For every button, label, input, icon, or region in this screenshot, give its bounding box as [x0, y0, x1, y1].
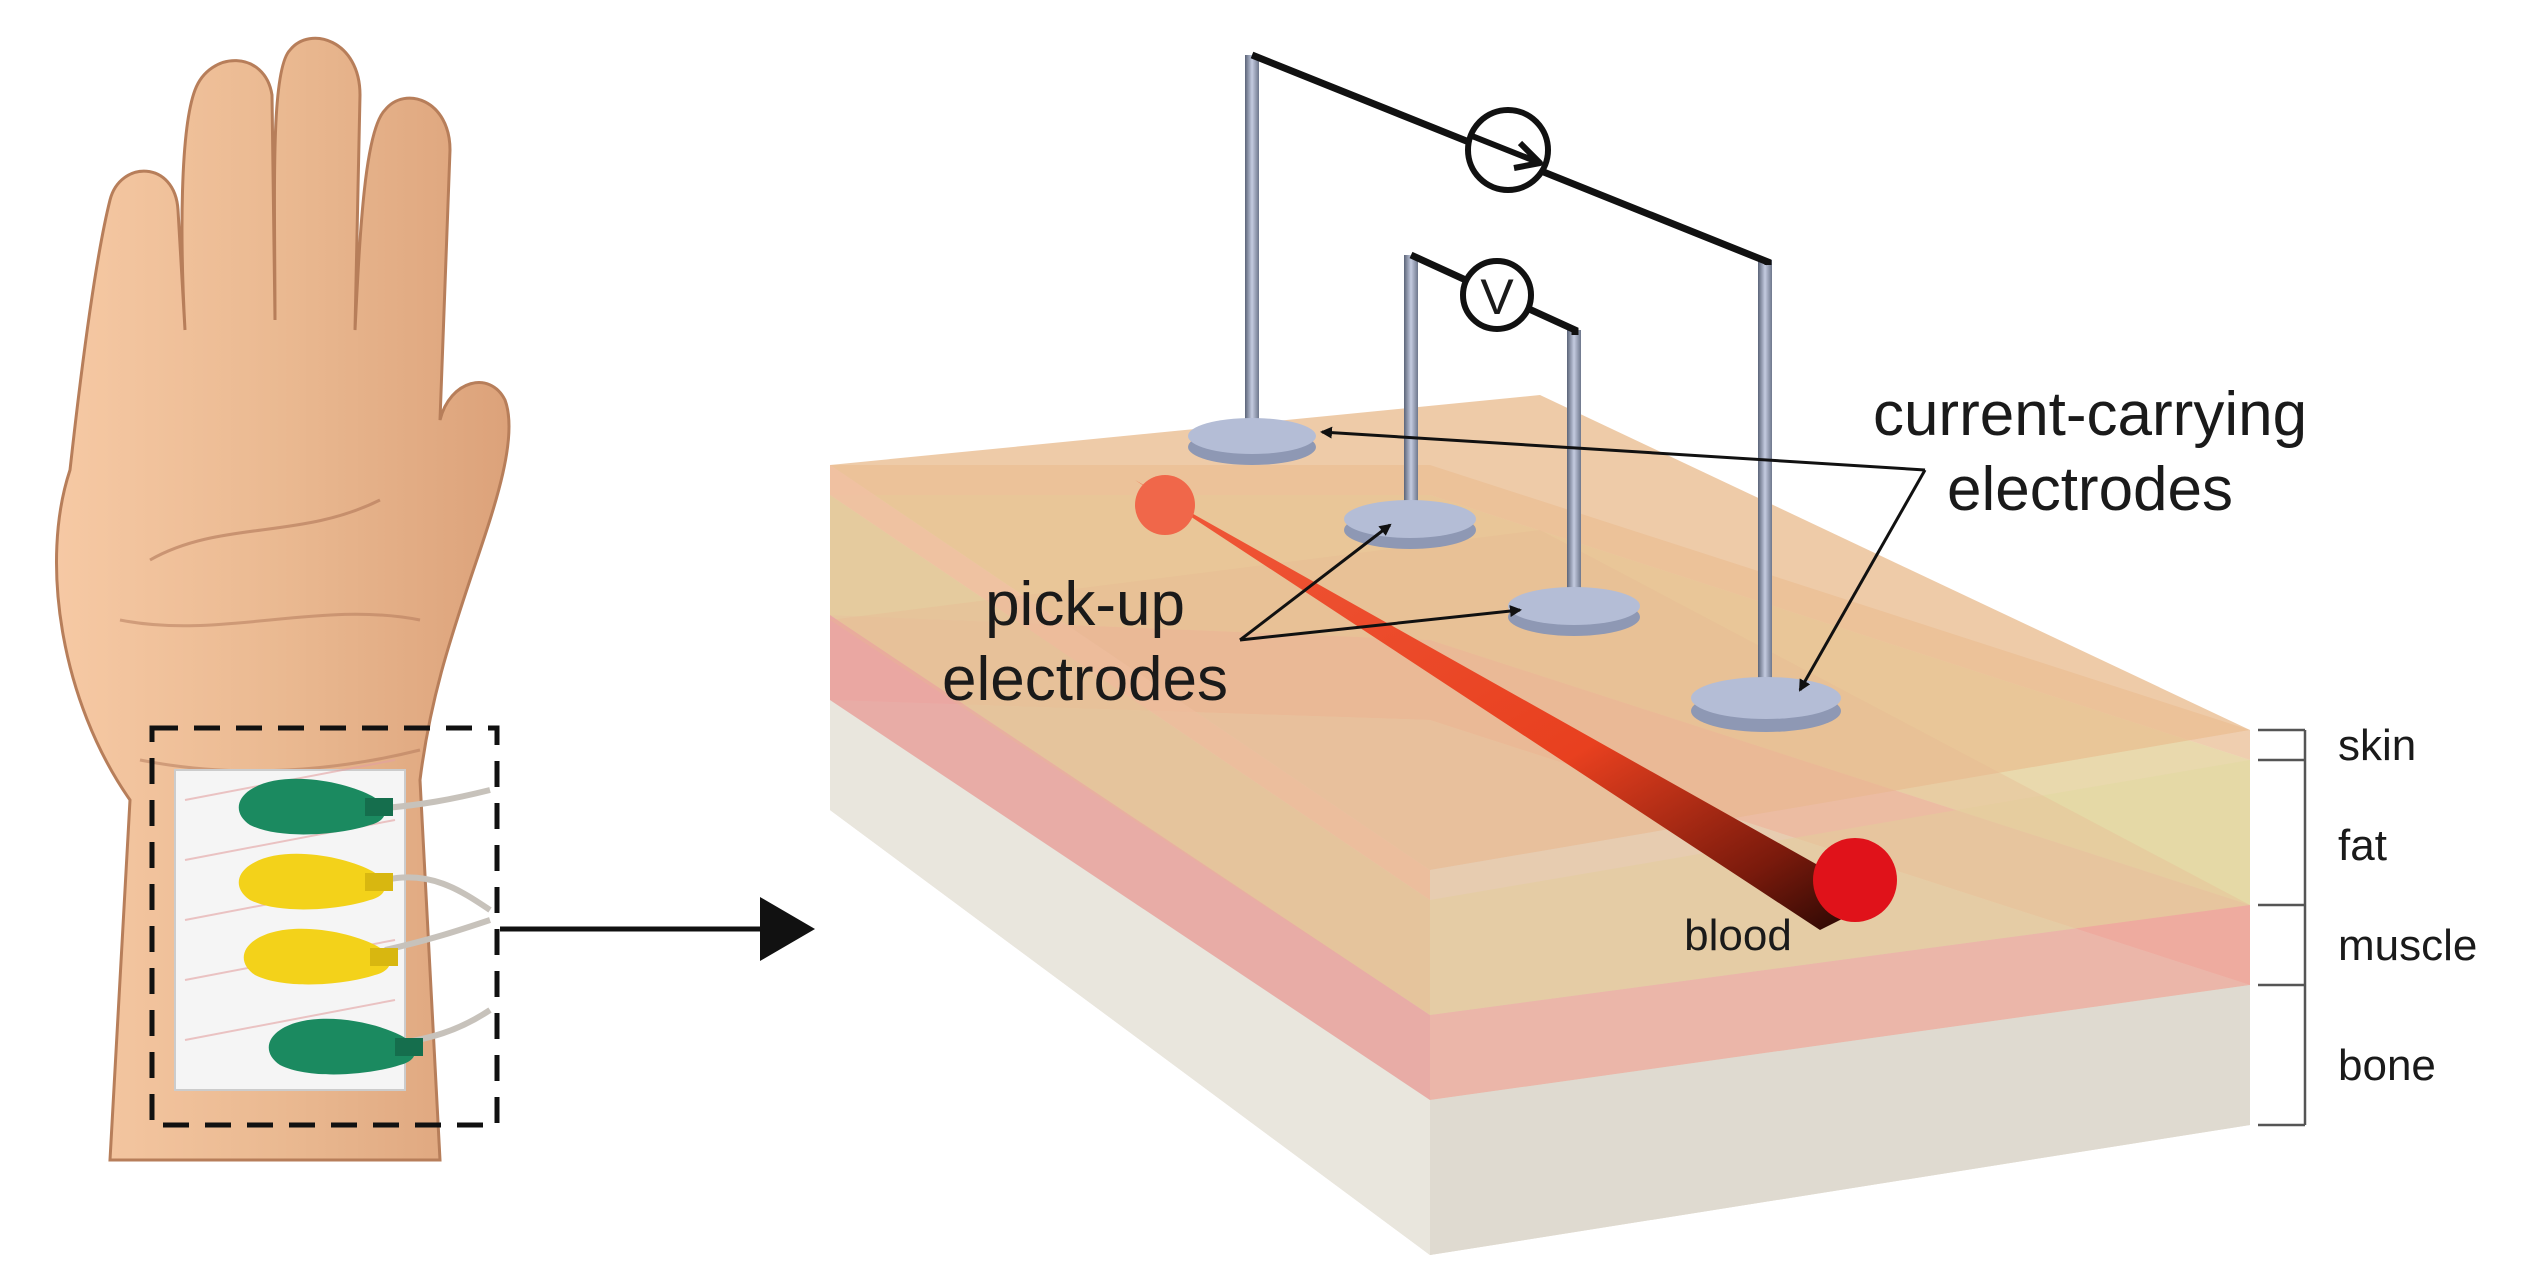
- electrode-pickup-2: [1508, 330, 1640, 636]
- voltage-circuit: V: [1409, 251, 1579, 335]
- pickup-label-line1: pick-up: [985, 570, 1185, 639]
- blood-label: blood: [1684, 911, 1792, 960]
- layer-label-skin: skin: [2338, 721, 2416, 770]
- voltmeter-symbol: V: [1480, 269, 1514, 325]
- electrode-pickup-1: [1344, 255, 1476, 549]
- current-circuit: [1250, 51, 1772, 266]
- electrode-current-1: [1188, 55, 1316, 465]
- tissue-block: [830, 395, 2250, 1255]
- electrode-clip-green-bottom: [268, 1018, 423, 1075]
- block-bottom-left: [830, 700, 1430, 1255]
- hand-illustration: [55, 36, 511, 1162]
- electrode-clip-yellow-lower: [243, 928, 398, 985]
- electrode-clip-yellow-upper: [238, 853, 393, 910]
- current-carrying-label-line1: current-carrying: [1873, 380, 2307, 449]
- current-carrying-label-line2: electrodes: [1947, 455, 2233, 524]
- zoom-arrow: [500, 897, 815, 961]
- block-skin-left: [830, 465, 1430, 900]
- palm-crease: [149, 498, 381, 562]
- current-source-arrow: [1470, 133, 1543, 171]
- voltmeter-circle-icon: [1460, 258, 1534, 332]
- pickup-label-arrows: [1239, 523, 1522, 642]
- pickup-label-line2: electrodes: [942, 645, 1228, 714]
- block-inner-fat-plane: [830, 530, 2250, 1015]
- layer-label-bone: bone: [2338, 1041, 2436, 1090]
- layer-label-fat: fat: [2338, 821, 2387, 870]
- palm-crease-2: [119, 612, 421, 628]
- layer-label-muscle: muscle: [2338, 921, 2477, 970]
- layer-bracket: [2258, 728, 2307, 1127]
- block-right-bone: [1430, 985, 2250, 1255]
- electrode-clip-green-top: [238, 778, 393, 835]
- block-right-muscle: [1430, 905, 2250, 1100]
- block-fat-left: [830, 495, 1430, 1015]
- blood-vessel: [1135, 475, 1897, 930]
- blood-vessel-cross-section: [1813, 838, 1897, 922]
- wrist-dashed-box: [149, 725, 500, 1128]
- current-label-arrows: [1320, 426, 1927, 692]
- block-muscle-left: [830, 615, 1430, 1100]
